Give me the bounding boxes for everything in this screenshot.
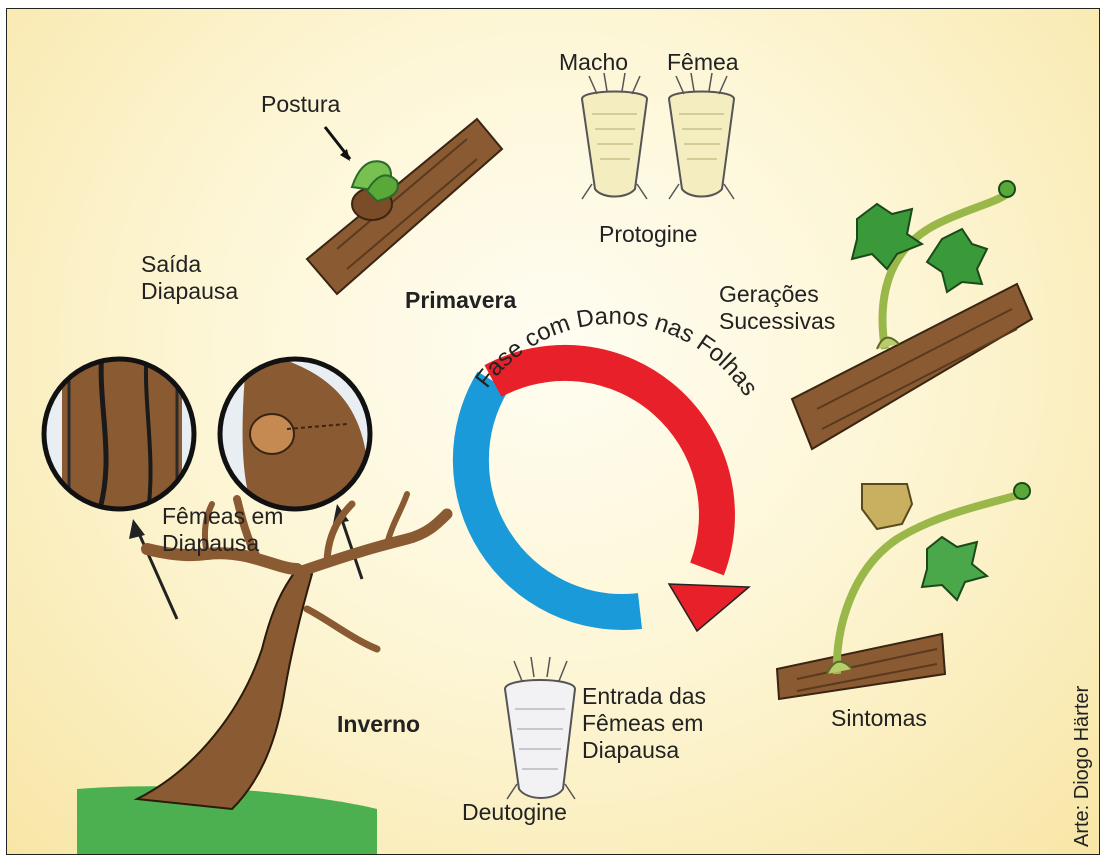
label-entrada-line1: Entrada das — [582, 683, 706, 710]
cycle-arc-blue — [471, 381, 640, 612]
symptoms-illustration — [777, 483, 1030, 699]
label-sintomas: Sintomas — [831, 705, 927, 732]
deutogine-mite-illustration — [505, 657, 575, 799]
cycle-arc-red — [493, 363, 717, 569]
label-femeas-diapausa: Fêmeas em Diapausa — [162, 503, 283, 557]
label-geracoes-sucessivas: Gerações Sucessivas — [719, 281, 835, 335]
magnified-bark-circle-right — [212, 349, 382, 519]
label-deutogine: Deutogine — [462, 799, 567, 826]
magnified-bark-circle-left — [37, 349, 207, 519]
label-primavera: Primavera — [405, 287, 516, 314]
label-macho: Macho — [559, 49, 628, 76]
protogine-mites-illustration — [582, 73, 734, 199]
label-saida-line1: Saída — [141, 251, 238, 278]
label-entrada-femeas: Entrada das Fêmeas em Diapausa — [582, 683, 706, 764]
diagram-artwork: Fase com Danos nas Folhas — [7, 9, 1099, 854]
label-saida-diapausa: Saída Diapausa — [141, 251, 238, 305]
label-inverno: Inverno — [337, 711, 420, 738]
label-femeas-line2: Diapausa — [162, 530, 283, 557]
spring-branch-illustration — [307, 119, 502, 294]
label-postura: Postura — [261, 91, 340, 118]
label-entrada-line2: Fêmeas em — [582, 710, 706, 737]
artist-credit: Arte: Diogo Härter — [1071, 686, 1094, 847]
label-geracoes-line1: Gerações — [719, 281, 835, 308]
label-geracoes-line2: Sucessivas — [719, 308, 835, 335]
cycle-arrowhead — [669, 584, 749, 631]
diagram-frame: Fase com Danos nas Folhas — [6, 8, 1100, 855]
label-protogine: Protogine — [599, 221, 697, 248]
label-femeas-line1: Fêmeas em — [162, 503, 283, 530]
label-saida-line2: Diapausa — [141, 278, 238, 305]
label-femea: Fêmea — [667, 49, 739, 76]
label-entrada-line3: Diapausa — [582, 737, 706, 764]
